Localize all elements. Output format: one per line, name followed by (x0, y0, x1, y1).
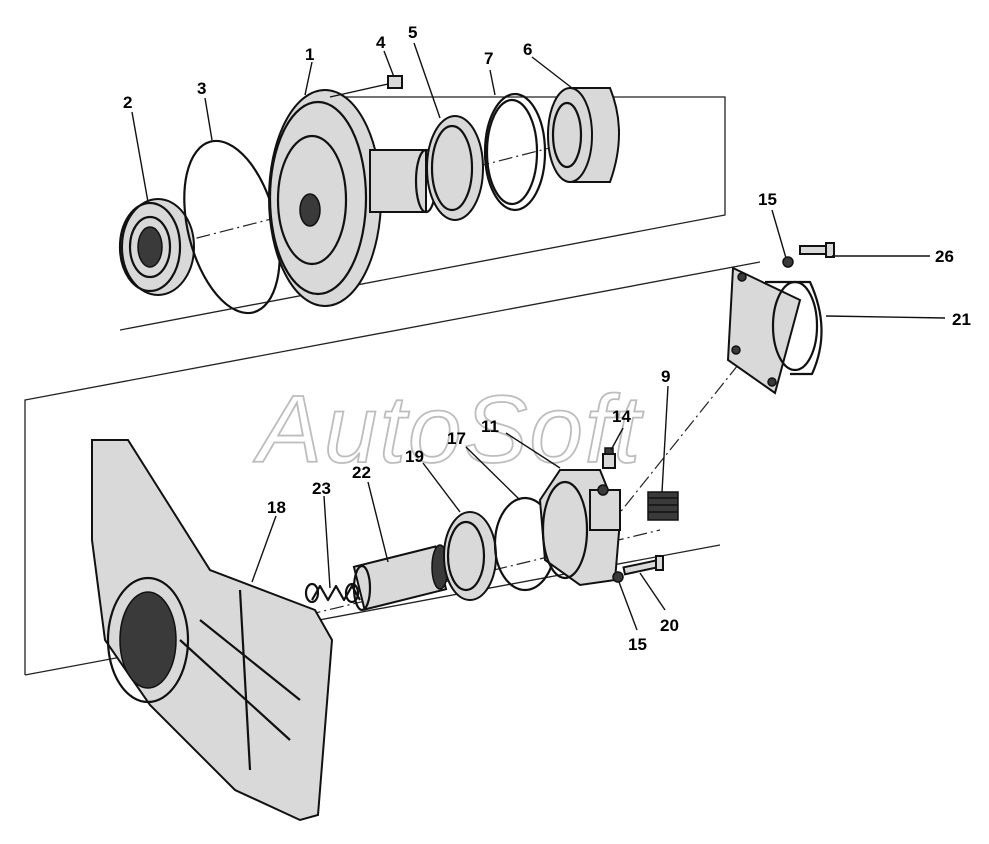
part-19-seal (443, 511, 497, 601)
callout-7: 7 (484, 49, 493, 68)
callout-18: 18 (267, 498, 286, 517)
part-26-bolt (799, 242, 835, 258)
callout-11: 11 (481, 417, 499, 436)
callout-15-lower: 15 (628, 635, 647, 654)
leader-lines (131, 42, 946, 631)
part-21-cover-plate (726, 266, 823, 395)
callout-26: 26 (935, 247, 954, 266)
callout-21: 21 (952, 310, 971, 329)
part-23-spring (304, 582, 361, 604)
callout-5: 5 (408, 23, 417, 42)
callout-2: 2 (123, 93, 132, 112)
part-2-bearing (118, 198, 195, 296)
part-7-snap-ring (483, 92, 547, 212)
part-18-case (91, 439, 334, 822)
callout-1: 1 (305, 45, 314, 64)
callout-9: 9 (661, 367, 670, 386)
callout-22: 22 (352, 463, 371, 482)
callout-20: 20 (660, 616, 679, 635)
callout-3: 3 (197, 79, 206, 98)
callout-numbers: 1 2 3 4 5 6 7 9 11 14 15 15 17 18 19 20 … (123, 23, 971, 654)
part-4-bolt (329, 75, 403, 98)
callout-23: 23 (312, 479, 331, 498)
part-20-bolt (622, 555, 664, 576)
part-9-gear (647, 491, 679, 521)
upper-assembly-boundary (119, 96, 726, 331)
callout-17: 17 (447, 429, 466, 448)
callout-19: 19 (405, 447, 424, 466)
callout-4: 4 (376, 33, 386, 52)
lower-assembly-boundary (24, 261, 761, 675)
part-11-pump-body (538, 469, 622, 587)
part-15-washer-lower (612, 571, 624, 583)
part-5-ring (426, 115, 484, 221)
watermark: AutoSoft (253, 376, 644, 483)
part-6-bearing (547, 87, 620, 183)
callout-14: 14 (612, 407, 631, 426)
callout-15-upper: 15 (758, 190, 777, 209)
part-22-sleeve (352, 544, 449, 612)
part-1-housing (268, 89, 438, 307)
callout-6: 6 (523, 40, 532, 59)
part-14-plug (602, 447, 616, 469)
part-15-washer-upper (782, 256, 794, 268)
